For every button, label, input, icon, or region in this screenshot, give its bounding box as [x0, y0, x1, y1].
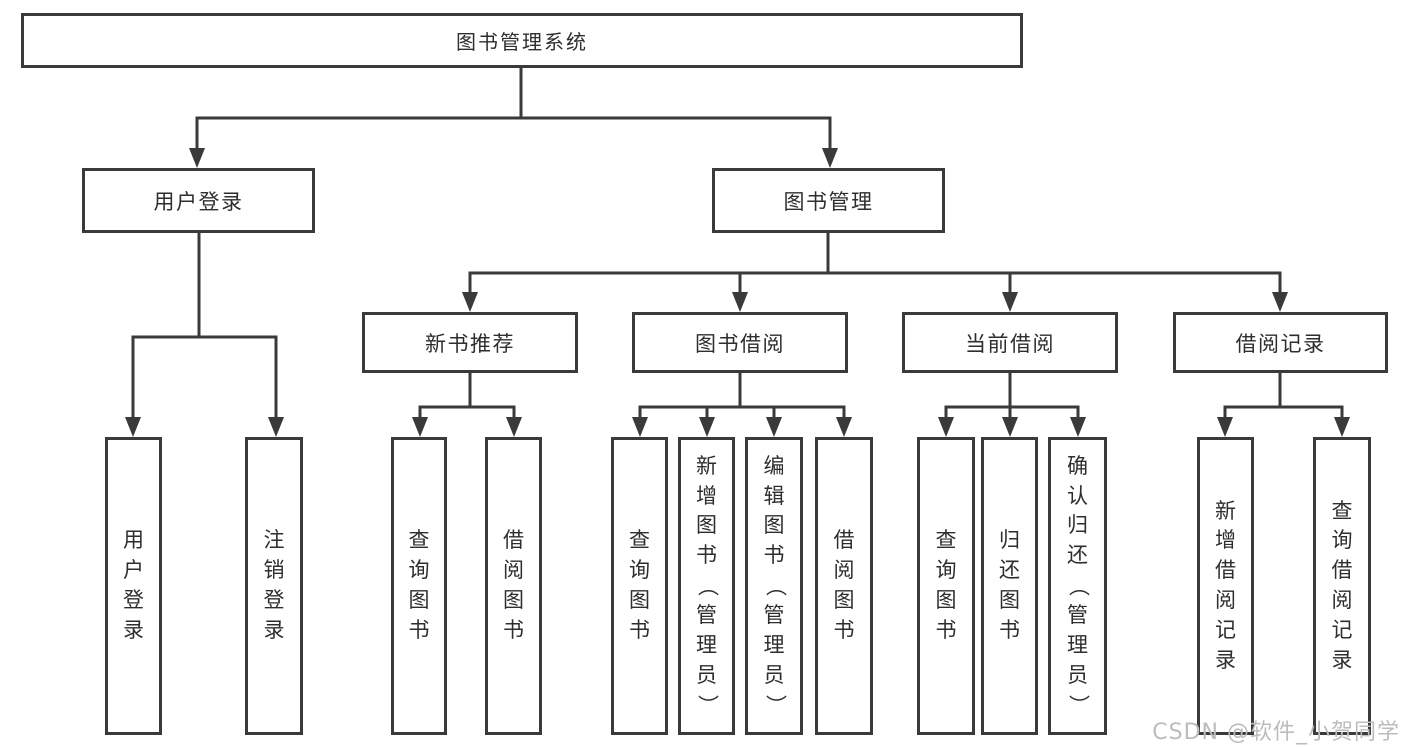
node-root: 图书管理系统: [21, 13, 1023, 68]
node-current-borrowing: 当前借阅: [902, 312, 1118, 373]
node-bb-edit-books: 编辑图书（管理员）: [745, 437, 803, 735]
watermark: CSDN @软件_小贺同学: [1152, 720, 1400, 745]
node-bb-query-books: 查询图书: [611, 437, 668, 735]
node-cb-query-books: 查询图书: [917, 437, 975, 735]
node-new-book-recommendation: 新书推荐: [362, 312, 578, 373]
node-br-query-record: 查询借阅记录: [1313, 437, 1371, 735]
node-login: 用户登录: [105, 437, 162, 735]
node-bb-add-books: 新增图书（管理员）: [678, 437, 735, 735]
node-br-add-record: 新增借阅记录: [1197, 437, 1254, 735]
node-bb-borrow-books: 借阅图书: [815, 437, 873, 735]
node-book-management: 图书管理: [712, 168, 945, 233]
node-nb-borrow-books: 借阅图书: [485, 437, 542, 735]
node-logout: 注销登录: [245, 437, 303, 735]
node-cb-confirm-return: 确认归还（管理员）: [1048, 437, 1107, 735]
node-book-borrowing: 图书借阅: [632, 312, 848, 373]
node-cb-return-books: 归还图书: [981, 437, 1038, 735]
node-borrowing-records: 借阅记录: [1173, 312, 1388, 373]
node-user-login: 用户登录: [82, 168, 315, 233]
node-nb-query-books: 查询图书: [391, 437, 447, 735]
